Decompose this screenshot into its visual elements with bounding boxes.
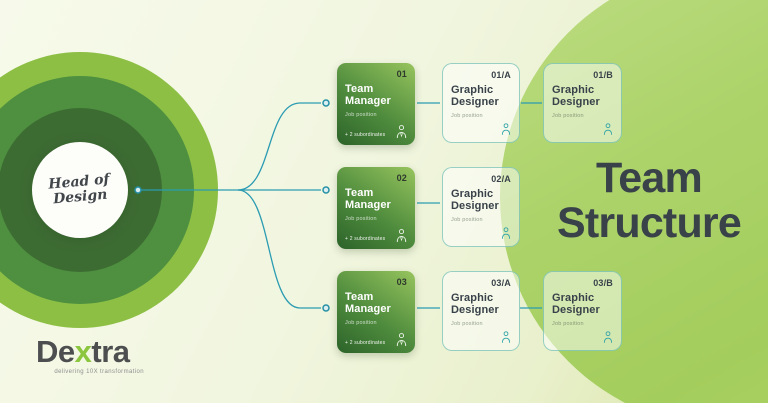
page-title: Team Structure: [530, 156, 768, 245]
person-tie-icon: [396, 229, 407, 243]
person-tie-icon: [396, 333, 407, 347]
person-icon: [501, 123, 511, 135]
card-badge: 03: [396, 277, 407, 287]
card-subtitle: Job position: [552, 320, 584, 327]
dextra-logo: Dextra delivering 10X transformation: [36, 336, 144, 375]
graphic-designer-card-01b: 01/B Graphic Designer Job position: [543, 63, 622, 143]
card-subtitle: Job position: [345, 111, 377, 118]
logo-wordmark: Dextra: [36, 334, 130, 369]
connector-node-hub: [134, 186, 142, 194]
card-subtitle: Job position: [451, 216, 483, 223]
graphic-designer-card-01a: 01/A Graphic Designer Job position: [442, 63, 520, 143]
logo-tagline: delivering 10X transformation: [54, 369, 144, 375]
card-title: Graphic Designer: [552, 84, 600, 109]
card-badge: 03/B: [593, 278, 613, 288]
connector-node-row2: [322, 186, 330, 194]
connector-branch-bottom: [237, 189, 321, 309]
team-manager-card-03: 03 Team Manager Job position + 2 subordi…: [337, 271, 415, 353]
card-subtitle: Job position: [345, 319, 377, 326]
card-title: Team Manager: [345, 187, 391, 212]
team-manager-card-01: 01 Team Manager Job position + 2 subordi…: [337, 63, 415, 145]
card-title: Team Manager: [345, 83, 391, 108]
card-badge: 01/A: [491, 70, 511, 80]
connector-node-row1: [322, 99, 330, 107]
card-subordinates: + 2 subordinates: [345, 340, 386, 346]
person-tie-icon: [396, 125, 407, 139]
team-manager-card-02: 02 Team Manager Job position + 2 subordi…: [337, 167, 415, 249]
card-title: Graphic Designer: [451, 188, 499, 213]
card-subtitle: Job position: [451, 112, 483, 119]
graphic-designer-card-03a: 03/A Graphic Designer Job position: [442, 271, 520, 351]
connector-node-row3: [322, 304, 330, 312]
person-icon: [501, 227, 511, 239]
graphic-designer-card-03b: 03/B Graphic Designer Job position: [543, 271, 622, 351]
card-subordinates: + 2 subordinates: [345, 132, 386, 138]
card-title: Graphic Designer: [451, 84, 499, 109]
card-badge: 01: [396, 69, 407, 79]
head-of-design-label: Head of Design: [48, 171, 111, 208]
card-subtitle: Job position: [345, 215, 377, 222]
graphic-designer-card-02a: 02/A Graphic Designer Job position: [442, 167, 520, 247]
card-subtitle: Job position: [451, 320, 483, 327]
card-title: Graphic Designer: [451, 292, 499, 317]
card-title: Graphic Designer: [552, 292, 600, 317]
page-title-line1: Team: [596, 154, 703, 202]
connector-branch-top: [237, 102, 321, 191]
card-badge: 02/A: [491, 174, 511, 184]
card-badge: 02: [396, 173, 407, 183]
person-icon: [603, 123, 613, 135]
card-badge: 03/A: [491, 278, 511, 288]
card-title: Team Manager: [345, 291, 391, 316]
card-subtitle: Job position: [552, 112, 584, 119]
card-badge: 01/B: [593, 70, 613, 80]
person-icon: [603, 331, 613, 343]
logo-accent-letter: x: [74, 334, 92, 369]
card-subordinates: + 2 subordinates: [345, 236, 386, 242]
head-of-design-node: Head of Design: [32, 142, 128, 238]
person-icon: [501, 331, 511, 343]
page-title-line2: Structure: [557, 198, 742, 247]
